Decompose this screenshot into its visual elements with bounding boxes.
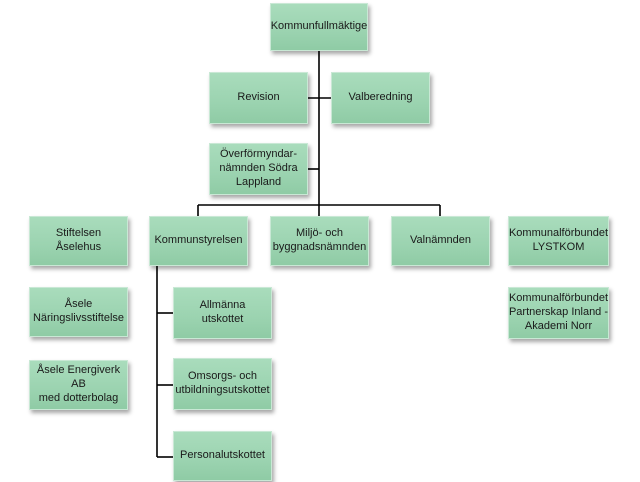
box-omsorgs-och-utbildningsutskottet: Omsorgs- och utbildningsutskottet	[173, 358, 272, 410]
energi-line-2: med dotterbolag	[38, 391, 119, 404]
overformyndar-line-1: Överförmyndar-	[219, 148, 298, 161]
box-asele-naringslivsstiftelse: Åsele Näringslivsstiftelse	[29, 287, 128, 337]
energi-line-1: Åsele Energiverk AB	[36, 364, 121, 391]
lystkom-line-2: LYSTKOM	[532, 241, 585, 253]
naring-line-1: Åsele	[64, 298, 93, 311]
allmanna-utskottet-label: Allmänna utskottet	[199, 299, 246, 325]
box-stiftelsen-aselehus: Stiftelsen Åselehus	[29, 216, 128, 266]
miljo-line-1: Miljö- och	[295, 227, 344, 240]
personalutskottet-label: Personalutskottet	[180, 449, 265, 462]
box-kommunfullmaktige: Kommunfullmäktige	[270, 3, 368, 51]
valberedning-label: Valberedning	[348, 91, 413, 104]
naring-label: Åsele Näringslivsstiftelse	[33, 298, 124, 326]
box-valnamnden: Valnämnden	[391, 216, 490, 266]
box-allmanna-utskottet: Allmänna utskottet	[173, 287, 272, 339]
partnerskap-line-3: Akademi Norr	[524, 319, 593, 332]
lystkom-label: Kommunalförbundet LYSTKOM	[509, 227, 608, 255]
energi-label: Åsele Energiverk AB med dotterbolag	[34, 364, 123, 405]
kommunfullmaktige-label: Kommunfullmäktige	[270, 20, 368, 33]
overformyndar-line-3: Lappland	[235, 175, 282, 188]
miljo-label: Miljö- och byggnadsnämnden	[273, 227, 367, 255]
stiftelsen-aselehus-label: Stiftelsen Åselehus	[55, 227, 102, 253]
box-revision: Revision	[209, 72, 308, 124]
revision-label: Revision	[237, 91, 280, 104]
naring-line-2: Näringslivsstiftelse	[32, 312, 125, 324]
box-kommunalforbundet-partnerskap-inland: Kommunalförbundet Partnerskap Inland - A…	[508, 287, 609, 339]
box-kommunalforbundet-lystkom: Kommunalförbundet LYSTKOM	[508, 216, 609, 266]
valnamnden-label: Valnämnden	[410, 234, 471, 247]
lystkom-line-1: Kommunalförbundet	[508, 227, 609, 240]
omsorg-label: Omsorgs- och utbildningsutskottet	[175, 370, 269, 398]
kommunstyrelsen-label: Kommunstyrelsen	[154, 234, 243, 247]
box-valberedning: Valberedning	[331, 72, 430, 124]
omsorg-line-1: Omsorgs- och	[187, 370, 258, 383]
miljo-line-2: byggnadsnämnden	[272, 241, 367, 253]
partnerskap-line-1: Kommunalförbundet	[508, 292, 609, 305]
box-asele-energiverk: Åsele Energiverk AB med dotterbolag	[29, 360, 128, 410]
box-overformyndarnamnden: Överförmyndar- nämnden Södra Lappland	[209, 143, 308, 195]
box-miljo-och-byggnadsnamnden: Miljö- och byggnadsnämnden	[270, 216, 369, 266]
overformyndar-line-2: nämnden Södra	[219, 162, 298, 175]
partnerskap-line-2: Partnerskap Inland -	[508, 306, 609, 319]
box-kommunstyrelsen: Kommunstyrelsen	[149, 216, 248, 266]
omsorg-line-2: utbildningsutskottet	[175, 384, 270, 396]
box-personalutskottet: Personalutskottet	[173, 431, 272, 481]
partnerskap-label: Kommunalförbundet Partnerskap Inland - A…	[509, 292, 608, 333]
overformyndarnamnden-label: Överförmyndar- nämnden Södra Lappland	[219, 148, 297, 189]
